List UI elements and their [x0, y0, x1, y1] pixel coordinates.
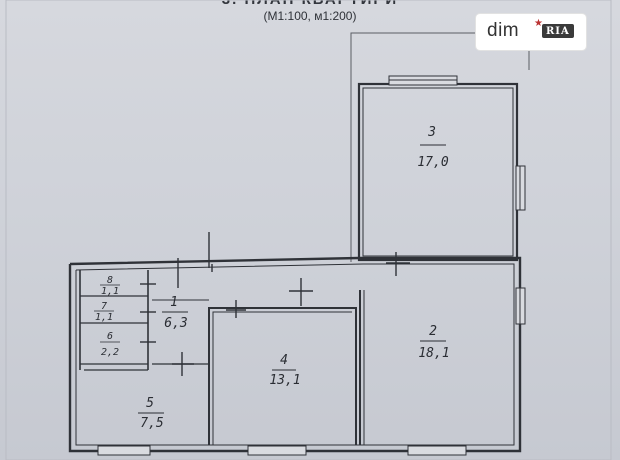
windows [97, 75, 526, 456]
room-3-walls [357, 82, 519, 262]
watermark-badge: dim ★ RIA [476, 14, 586, 50]
apartment-outer-wall [68, 256, 522, 453]
room-4-walls [208, 307, 357, 445]
room-6-number: 6 [107, 331, 113, 342]
room-5-number: 5 [146, 396, 154, 411]
badge-sub: RIA [542, 24, 574, 38]
walls [68, 82, 522, 453]
room-1-area: 6,3 [164, 316, 187, 331]
sheet-frame [5, 0, 612, 460]
apartment-inner-wall [75, 263, 515, 446]
window-room-4-bottom [247, 445, 307, 456]
room-6-area: 2,2 [101, 347, 119, 358]
badge-brand: dim [487, 20, 520, 41]
room-3-inner [362, 87, 514, 257]
room-4-number: 4 [280, 353, 288, 368]
star-icon: ★ [534, 18, 543, 29]
room-5-area: 7,5 [140, 416, 164, 431]
doors [140, 232, 410, 376]
room-2-number: 2 [429, 324, 437, 339]
room-7-number: 7 [101, 301, 107, 312]
plan-title: 3. ПЛАН КВАРТИРИ [0, 0, 620, 8]
window-room-2-bottom [407, 445, 467, 456]
plan-scale: (М1:100, м1:200) [263, 9, 357, 23]
room-2-area: 18,1 [418, 346, 449, 361]
room-8-number: 8 [107, 275, 113, 286]
room-3-area: 17,0 [417, 155, 448, 170]
room-7-area: 1,1 [95, 312, 113, 323]
room-3-number: 3 [427, 125, 436, 140]
room-labels: 3 17,0 2 18,1 4 13,1 1 6,3 5 7,5 8 1,1 7… [94, 125, 450, 431]
room-4-area: 13,1 [269, 373, 300, 388]
room-1-number: 1 [170, 295, 178, 310]
balcony-outline [350, 32, 530, 262]
room-4-inner [212, 311, 352, 445]
room-8-area: 1,1 [101, 286, 119, 297]
window-room-5-bottom [97, 445, 151, 456]
